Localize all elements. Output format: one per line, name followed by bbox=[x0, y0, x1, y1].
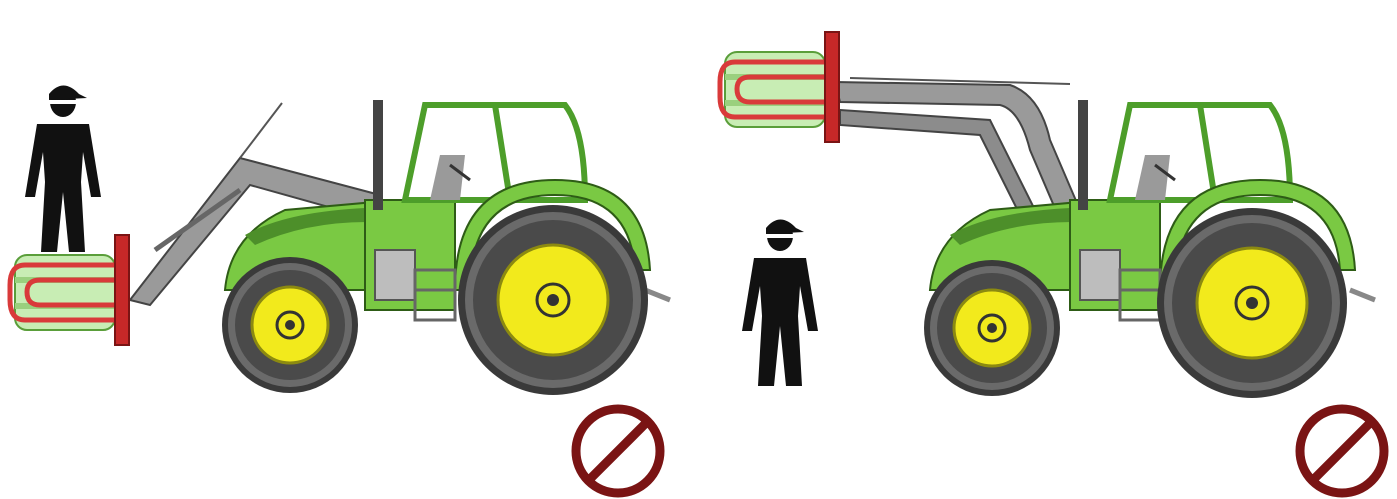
prohibition-sign-left-icon bbox=[576, 409, 660, 493]
scene-left bbox=[10, 86, 670, 494]
scene-right bbox=[720, 32, 1384, 493]
rear-wheel-left bbox=[458, 205, 648, 395]
front-wheel-right bbox=[924, 260, 1060, 396]
person-under-load-icon bbox=[742, 220, 818, 387]
rear-wheel-right bbox=[1157, 208, 1347, 398]
person-standing-on-bale-icon bbox=[25, 86, 101, 253]
front-wheel-left bbox=[222, 257, 358, 393]
round-bale-raised-right bbox=[720, 32, 839, 142]
prohibition-sign-right-icon bbox=[1300, 409, 1384, 493]
